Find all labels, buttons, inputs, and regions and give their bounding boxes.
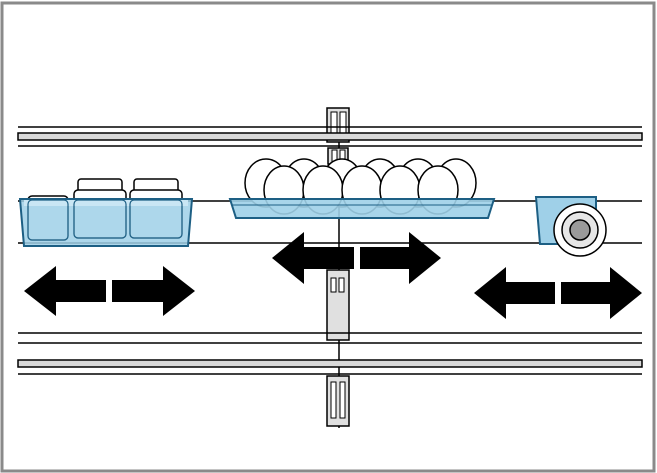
double-arrow-icon — [474, 267, 642, 319]
jar-container-icon — [18, 178, 194, 247]
rail-clip-icon — [326, 269, 350, 341]
roll-holder-icon — [534, 196, 607, 257]
rail-clip-icon — [326, 375, 350, 427]
double-arrow-icon — [24, 266, 195, 316]
double-arrow-icon — [272, 232, 441, 284]
top-rail — [17, 126, 643, 147]
bottom-rail — [17, 332, 643, 375]
egg-tray-icon — [228, 158, 496, 219]
